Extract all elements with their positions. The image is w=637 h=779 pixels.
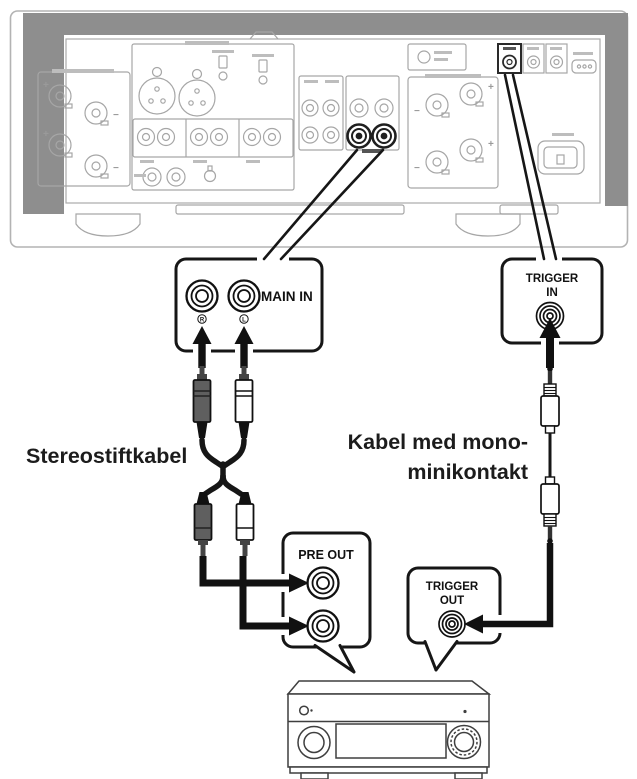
receiver-base bbox=[289, 766, 488, 774]
av-receiver bbox=[286, 680, 492, 779]
svg-text:+: + bbox=[488, 82, 494, 93]
trigger-in-leader-left bbox=[503, 73, 546, 261]
insert-arrow-left-icon bbox=[464, 614, 483, 634]
rca-jack-icon bbox=[306, 566, 340, 643]
receiver-knob-right bbox=[446, 724, 482, 760]
callout-tails bbox=[313, 640, 459, 674]
amp-foot-left bbox=[75, 213, 141, 237]
trigger-out-callout: TRIGGER OUT bbox=[406, 566, 502, 645]
receiver-foot-right bbox=[454, 772, 483, 779]
trigger-in-leader-right bbox=[511, 73, 558, 261]
stereo-cable-label: Stereostiftkabel bbox=[26, 444, 187, 468]
amp-bottom-recess-2 bbox=[499, 204, 559, 215]
amp-bottom-recess bbox=[175, 204, 405, 215]
rca-jack-row-icon bbox=[136, 127, 282, 147]
receiver-face bbox=[287, 693, 490, 768]
rca-jack-icon bbox=[185, 279, 261, 324]
main-in-jack-l-letter: L bbox=[242, 317, 246, 323]
amp-left-heatsink bbox=[23, 13, 64, 214]
svg-text:−: − bbox=[113, 163, 119, 174]
minijack-plug-down bbox=[540, 476, 560, 544]
trigger-in-label-line1: TRIGGER bbox=[526, 273, 579, 285]
main-in-panel-jacks bbox=[346, 123, 397, 149]
cable-y-junction bbox=[199, 437, 247, 497]
minijack-socket-icon bbox=[438, 610, 466, 638]
insert-arrow-up-icon bbox=[539, 318, 561, 368]
amp-back-plate bbox=[65, 38, 601, 204]
input-section bbox=[131, 41, 295, 191]
svg-text:−: − bbox=[414, 163, 420, 174]
insert-arrow-up-icon bbox=[192, 326, 254, 368]
receiver-foot-left bbox=[300, 772, 329, 779]
stereo-rca-cable bbox=[192, 326, 309, 636]
voltage-selector bbox=[407, 43, 467, 71]
rca-plug-right-white-bottom bbox=[235, 492, 255, 556]
main-in-panel-section bbox=[345, 75, 400, 153]
svg-text:+: + bbox=[488, 139, 494, 150]
line-out-section bbox=[298, 75, 344, 151]
amp-top-tab bbox=[249, 31, 279, 40]
svg-text:−: − bbox=[414, 106, 420, 117]
svg-text:−: − bbox=[113, 110, 119, 121]
main-in-label: MAIN IN bbox=[261, 289, 313, 304]
receiver-display bbox=[335, 723, 447, 759]
power-button-icon bbox=[298, 705, 310, 716]
svg-text:+: + bbox=[43, 129, 49, 140]
rca-plug-right-white bbox=[234, 366, 254, 438]
trigger-jack-highlight-box bbox=[497, 43, 522, 74]
mono-cable-label-line2: minikontakt bbox=[407, 460, 528, 484]
speaker-terminals-right: − + − + bbox=[407, 74, 499, 189]
main-in-leader-right bbox=[279, 148, 385, 261]
svg-text:+: + bbox=[43, 80, 49, 91]
trigger-in-label-line2: IN bbox=[546, 287, 558, 299]
trigger-out-label-line1: TRIGGER bbox=[426, 581, 479, 593]
trigger-out-label-line2: OUT bbox=[440, 595, 464, 607]
receiver-top bbox=[286, 680, 492, 695]
main-in-jack-r-letter: R bbox=[200, 317, 205, 323]
pre-out-label: PRE OUT bbox=[298, 548, 354, 562]
rca-plug-left-dark bbox=[192, 366, 212, 438]
main-in-leader-left bbox=[262, 148, 359, 261]
pre-out-tail bbox=[313, 644, 356, 674]
mono-cable-label-line1: Kabel med mono- bbox=[348, 430, 528, 454]
amp-top-bar bbox=[23, 13, 614, 35]
amplifier-rear-panel: + − + − bbox=[9, 10, 629, 248]
amp-right-heatsink bbox=[605, 13, 628, 206]
ac-inlet-icon bbox=[537, 133, 585, 175]
phono-jacks-icon bbox=[134, 165, 217, 187]
rca-plug-left-dark-bottom bbox=[193, 492, 213, 556]
binding-post-icon bbox=[48, 84, 109, 179]
toggle-switch-icon bbox=[212, 50, 274, 85]
leader-lines bbox=[262, 73, 558, 261]
amp-foot-right bbox=[455, 213, 521, 237]
mono-minijack-cable bbox=[464, 318, 561, 634]
minijack-plug-up bbox=[540, 366, 560, 434]
trigger-jack-group bbox=[497, 43, 597, 74]
insert-arrow-right-icon bbox=[199, 556, 309, 636]
trigger-out-tail bbox=[423, 640, 459, 672]
speaker-terminals-left: + − + − bbox=[37, 69, 131, 187]
receiver-knob-left bbox=[297, 725, 331, 760]
trigger-cable-run bbox=[482, 543, 554, 628]
xlr-connector-icon bbox=[138, 66, 216, 117]
